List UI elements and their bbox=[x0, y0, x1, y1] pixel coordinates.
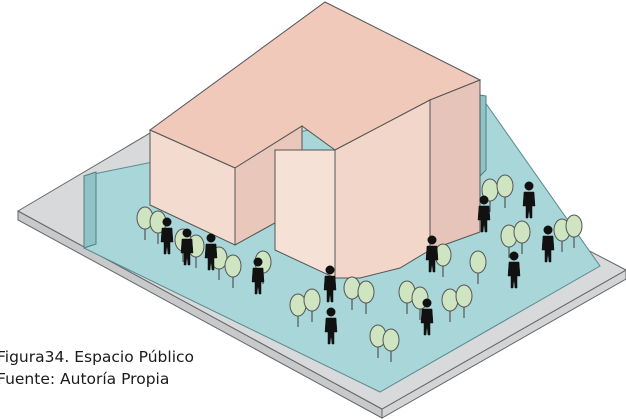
person-icon bbox=[251, 257, 265, 295]
person-icon bbox=[180, 228, 194, 266]
person-icon bbox=[323, 265, 337, 303]
plaza-back-wall-right bbox=[479, 94, 487, 178]
tree-icon bbox=[303, 288, 321, 322]
person-icon bbox=[477, 195, 491, 233]
person-icon bbox=[204, 233, 218, 271]
person-icon bbox=[507, 251, 521, 289]
person-icon bbox=[160, 217, 174, 255]
tree-icon bbox=[500, 224, 518, 258]
person-icon bbox=[324, 307, 338, 345]
tree-icon bbox=[496, 174, 514, 208]
figure-caption: Figura34. Espacio Público Fuente: Autorí… bbox=[0, 346, 194, 390]
tree-icon bbox=[224, 254, 242, 288]
tree-icon bbox=[357, 280, 375, 314]
person-icon bbox=[420, 298, 434, 336]
tree-icon bbox=[513, 220, 531, 254]
person-icon bbox=[541, 225, 555, 263]
caption-title: Figura34. Espacio Público bbox=[0, 348, 195, 366]
caption-source: Fuente: Autoría Propia bbox=[0, 370, 170, 388]
tree-icon bbox=[289, 293, 307, 327]
building-main-right-face bbox=[429, 79, 481, 251]
plaza-back-wall-left bbox=[83, 171, 97, 249]
tree-icon bbox=[455, 284, 473, 318]
people-group bbox=[160, 181, 555, 345]
tree-icon bbox=[565, 214, 583, 248]
trees-group bbox=[136, 174, 583, 362]
person-icon bbox=[522, 181, 536, 219]
tree-icon bbox=[469, 250, 487, 284]
building bbox=[149, 1, 482, 279]
tree-icon bbox=[481, 178, 499, 212]
person-icon bbox=[425, 235, 439, 273]
tree-icon bbox=[382, 328, 400, 362]
